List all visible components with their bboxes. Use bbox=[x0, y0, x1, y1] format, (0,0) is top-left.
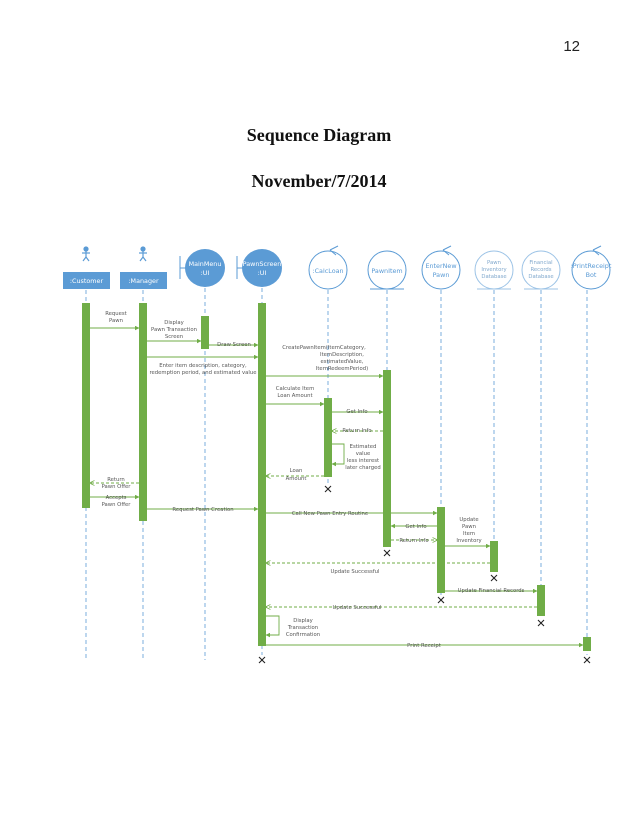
destroy-inventorydb-icon bbox=[490, 574, 498, 582]
participant-customer-label: :Customer bbox=[70, 277, 104, 285]
participant-calcloan-label: :CalcLoan bbox=[312, 267, 343, 275]
destroy-pawnscreen-icon bbox=[258, 656, 266, 664]
destroy-enternewpawn-icon bbox=[437, 596, 445, 604]
label-get-info-1: Get Info bbox=[346, 409, 367, 415]
destroy-pawnitem-icon bbox=[383, 549, 391, 557]
participant-mainmenu-label: MainMenu:UI bbox=[189, 260, 222, 277]
message-estimated-value-self bbox=[331, 443, 345, 467]
participant-pawnitem-label: PawnItem bbox=[371, 267, 402, 275]
participant-customer: :Customer bbox=[63, 246, 110, 289]
activation-mainmenu bbox=[201, 316, 209, 349]
activation-pawnitem bbox=[383, 370, 391, 547]
label-return-info-1: Return Info bbox=[342, 428, 371, 434]
page-number: 12 bbox=[563, 38, 580, 55]
label-update-successful-2: Update Successful bbox=[333, 605, 382, 611]
label-draw-screen: Draw Screen bbox=[217, 342, 251, 348]
activation-printreceipt bbox=[583, 637, 591, 651]
participant-calcloan: :CalcLoan bbox=[308, 245, 348, 290]
activation-inventorydb bbox=[490, 541, 498, 572]
label-create-pawn-item: CreatePawnItem(ItemCategory,ItemDescript… bbox=[282, 345, 368, 372]
destroy-financialdb-icon bbox=[537, 619, 545, 627]
participant-manager: :Manager bbox=[120, 246, 167, 289]
label-return-info-2: Return Info bbox=[399, 538, 428, 544]
participant-mainmenu: MainMenu:UI bbox=[179, 249, 225, 287]
label-call-new-pawn-entry: Call New Pawn Entry Routine bbox=[292, 511, 368, 517]
message-display-confirmation-self bbox=[265, 615, 280, 638]
destroy-calcloan-icon bbox=[324, 485, 332, 493]
activation-calcloan bbox=[324, 398, 332, 477]
activation-manager bbox=[139, 303, 147, 521]
label-print-receipt: Print Receipt bbox=[407, 643, 441, 649]
participant-pawnitem: PawnItem bbox=[367, 250, 407, 290]
participant-manager-label: :Manager bbox=[128, 277, 159, 285]
label-enter-item-description: Enter item description, category,redempt… bbox=[149, 363, 256, 376]
activation-pawnscreen bbox=[258, 303, 266, 646]
page-title: Sequence Diagram bbox=[246, 125, 392, 145]
label-update-successful-1: Update Successful bbox=[331, 569, 380, 575]
participant-pawnscreen: PawnScreen:UI bbox=[236, 249, 282, 287]
activation-enternewpawn bbox=[437, 507, 445, 593]
label-request-pawn-creation: Request Pawn Creation bbox=[172, 507, 233, 513]
actor-icon bbox=[139, 246, 147, 262]
activation-financialdb bbox=[537, 585, 545, 616]
label-update-financial: Update Financial Records bbox=[458, 588, 525, 594]
actor-icon bbox=[82, 246, 90, 262]
diagram-date: November/7/2014 bbox=[251, 171, 387, 191]
destroy-printreceipt-icon bbox=[583, 656, 591, 664]
activation-customer bbox=[82, 303, 90, 508]
participant-pawnscreen-label: PawnScreen:UI bbox=[243, 260, 282, 277]
label-get-info-2: Get Info bbox=[405, 524, 426, 530]
